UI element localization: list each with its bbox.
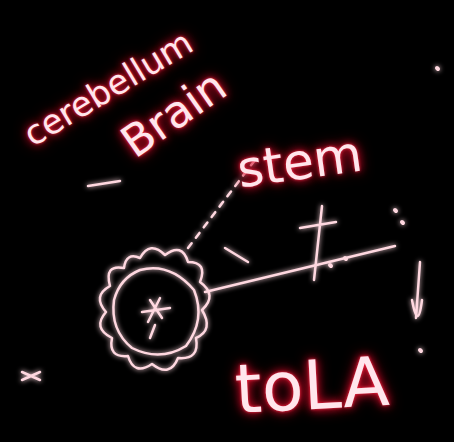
inner-ring	[113, 268, 198, 354]
stem-line	[205, 246, 395, 292]
sketch-label: stem	[235, 129, 366, 196]
x-mark	[22, 372, 40, 380]
dots	[330, 68, 438, 351]
dash-mark	[88, 181, 120, 186]
cross-mark	[300, 206, 336, 280]
flower-outline	[100, 248, 210, 370]
star-scribble	[142, 298, 170, 338]
side-mark	[412, 262, 422, 318]
sketch-label: toLA	[233, 348, 391, 424]
tick-mark	[225, 248, 248, 262]
